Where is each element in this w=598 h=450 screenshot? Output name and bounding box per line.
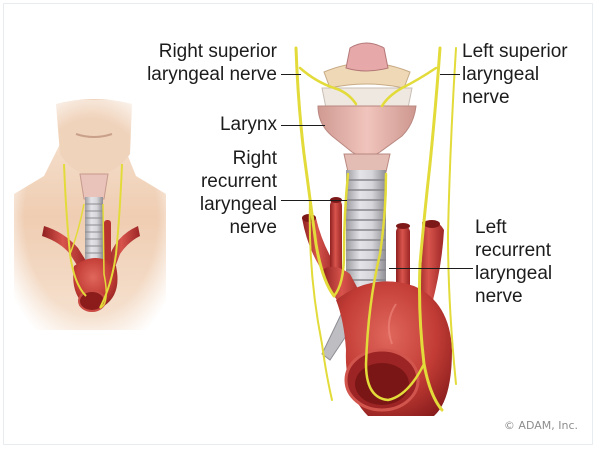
label-line: laryngeal <box>200 193 277 216</box>
left-carotid-opening <box>396 223 410 229</box>
label-line: Larynx <box>220 113 277 136</box>
label-line: Left <box>475 216 552 239</box>
label-line: laryngeal nerve <box>147 63 277 86</box>
leader-right-superior <box>281 74 301 75</box>
main-anatomy <box>296 43 456 416</box>
neck-inset <box>12 99 170 334</box>
label-right-recurrent-laryngeal-nerve: Right recurrent laryngeal nerve <box>200 147 277 239</box>
thyroid-cartilage <box>318 106 416 160</box>
label-line: Right superior <box>147 40 277 63</box>
label-right-superior-laryngeal-nerve: Right superior laryngeal nerve <box>147 40 277 86</box>
leader-left-superior <box>440 74 460 75</box>
label-line: nerve <box>462 86 568 109</box>
label-line: recurrent <box>475 239 552 262</box>
leader-larynx <box>281 125 325 126</box>
epiglottis <box>346 43 388 71</box>
label-larynx: Larynx <box>220 113 277 136</box>
copyright-notice: © ADAM, Inc. <box>504 419 578 432</box>
right-common-carotid <box>330 200 342 276</box>
label-left-recurrent-laryngeal-nerve: Left recurrent laryngeal nerve <box>475 216 552 308</box>
label-line: laryngeal <box>475 262 552 285</box>
figure-frame: Right superior laryngeal nerve Larynx Ri… <box>3 3 593 445</box>
cricoid-cartilage <box>344 154 390 172</box>
label-line: recurrent <box>200 170 277 193</box>
left-subclavian-opening <box>424 220 440 228</box>
label-left-superior-laryngeal-nerve: Left superior laryngeal nerve <box>462 40 568 109</box>
label-line: Left superior <box>462 40 568 63</box>
leader-left-recurrent <box>389 268 473 269</box>
inset-fade <box>12 100 170 334</box>
leader-right-recurrent <box>281 200 347 201</box>
label-line: nerve <box>475 285 552 308</box>
label-line: Right <box>200 147 277 170</box>
label-line: laryngeal <box>462 63 568 86</box>
label-line: nerve <box>200 216 277 239</box>
